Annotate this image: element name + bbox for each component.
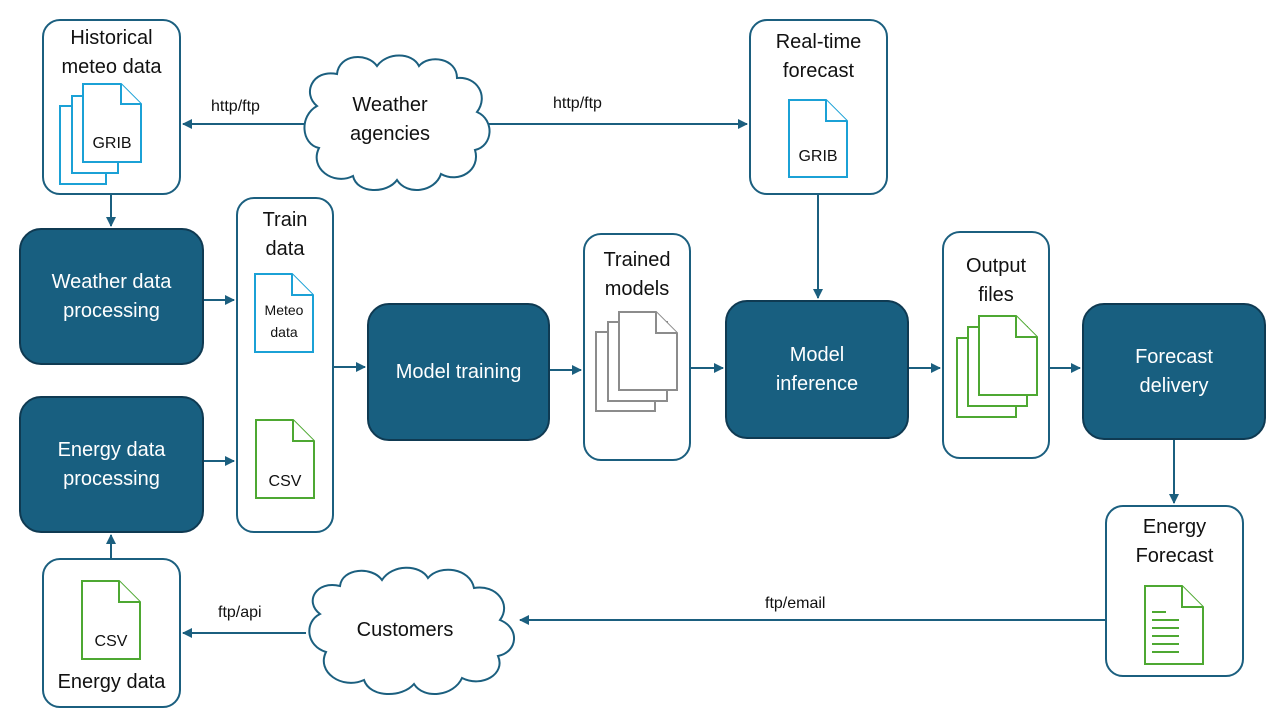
weather-agencies-line2: agencies bbox=[349, 123, 431, 145]
energy-forecast-title-line2: Forecast bbox=[1135, 545, 1214, 567]
weather-processing-label: Weather data processing bbox=[52, 268, 172, 326]
historical-doc-label: GRIB bbox=[92, 135, 131, 152]
forecast-delivery-line2: delivery bbox=[1139, 374, 1209, 397]
historical-title: Historical meteo data bbox=[42, 24, 181, 82]
meteo-doc-label-line2: data bbox=[270, 324, 297, 340]
customers-label: Customers bbox=[356, 619, 454, 641]
weather-processing-line1: Weather data bbox=[51, 270, 172, 293]
realtime-title-line1: Real-time bbox=[775, 31, 862, 53]
train-data-title-line2: data bbox=[265, 238, 305, 260]
model-training-node[interactable]: Model training bbox=[367, 303, 550, 441]
model-inference-line2: inference bbox=[775, 372, 859, 395]
realtime-doc-label: GRIB bbox=[798, 148, 837, 165]
energy-data-title: Energy data bbox=[57, 671, 166, 693]
trained-models-title-line1: Trained bbox=[603, 249, 671, 271]
output-files-title-line2: files bbox=[978, 284, 1014, 306]
grib-doc-icon bbox=[788, 99, 848, 178]
meteo-doc-icon bbox=[254, 273, 314, 353]
forecast-delivery-label: Forecast delivery bbox=[1135, 343, 1213, 401]
weather-data-processing-node[interactable]: Weather data processing bbox=[19, 228, 204, 365]
train-data-title: Train data bbox=[236, 206, 334, 264]
weather-processing-line2: processing bbox=[63, 299, 160, 322]
forecast-delivery-node[interactable]: Forecast delivery bbox=[1082, 303, 1266, 440]
train-data-title-line1: Train bbox=[262, 209, 308, 231]
edge-label-agencies-historical: http/ftp bbox=[211, 98, 260, 115]
model-inference-node[interactable]: Model inference bbox=[725, 300, 909, 439]
historical-title-line2: meteo data bbox=[61, 56, 162, 78]
cloud-weather-agencies bbox=[303, 54, 491, 192]
realtime-title: Real-time forecast bbox=[749, 28, 888, 86]
model-training-label: Model training bbox=[395, 360, 522, 383]
energy-forecast-title-line1: Energy bbox=[1142, 516, 1207, 538]
energy-processing-label: Energy data processing bbox=[58, 436, 166, 494]
historical-title-line1: Historical bbox=[70, 27, 153, 49]
model-inference-line1: Model bbox=[789, 343, 845, 366]
edge-label-customers-energy-data: ftp/api bbox=[218, 604, 262, 621]
realtime-title-line2: forecast bbox=[782, 60, 855, 82]
energy-processing-line1: Energy data bbox=[57, 438, 166, 461]
cloud-customers bbox=[308, 566, 515, 696]
train-csv-doc-label: CSV bbox=[269, 473, 302, 490]
forecast-delivery-line1: Forecast bbox=[1135, 345, 1213, 368]
output-stack-icon bbox=[956, 315, 1038, 418]
model-inference-label: Model inference bbox=[776, 341, 858, 399]
output-files-title: Output files bbox=[942, 252, 1050, 310]
weather-agencies-line1: Weather bbox=[352, 94, 428, 116]
trained-models-title-line2: models bbox=[604, 278, 670, 300]
trained-models-title: Trained models bbox=[583, 246, 691, 304]
report-doc-icon bbox=[1144, 585, 1204, 665]
energy-data-doc-label: CSV bbox=[95, 633, 128, 650]
meteo-doc-label-line1: Meteo bbox=[265, 302, 304, 318]
grib-stack-icon bbox=[59, 83, 142, 185]
model-stack-icon bbox=[595, 311, 678, 412]
weather-agencies-label: Weather agencies bbox=[330, 91, 450, 149]
output-files-title-line1: Output bbox=[965, 255, 1027, 277]
energy-forecast-title: Energy Forecast bbox=[1105, 513, 1244, 571]
csv-doc-icon bbox=[255, 419, 315, 499]
edge-label-agencies-realtime: http/ftp bbox=[553, 95, 602, 112]
edge-label-forecast-customers: ftp/email bbox=[765, 595, 826, 612]
energy-data-processing-node[interactable]: Energy data processing bbox=[19, 396, 204, 533]
energy-processing-line2: processing bbox=[63, 467, 160, 490]
energy-csv-doc-icon bbox=[81, 580, 141, 660]
